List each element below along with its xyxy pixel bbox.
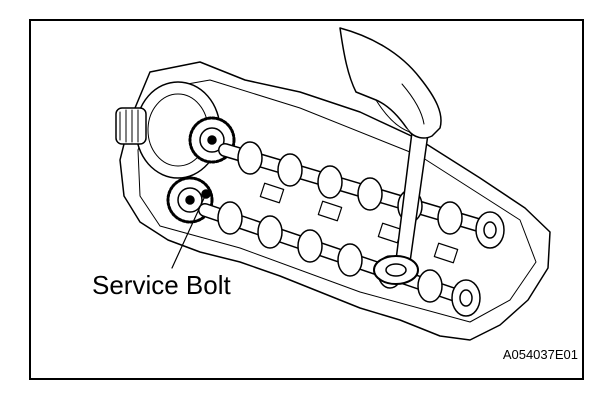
service-bolt-leader-line [171, 195, 206, 269]
bearing-caps [259, 182, 459, 264]
figure-id: A054037E01 [502, 347, 578, 362]
service-bolt-label: Service Bolt [92, 270, 231, 300]
service-bolt [201, 189, 211, 199]
hand [339, 27, 442, 139]
cylinder-head-inner-edge [137, 79, 537, 323]
